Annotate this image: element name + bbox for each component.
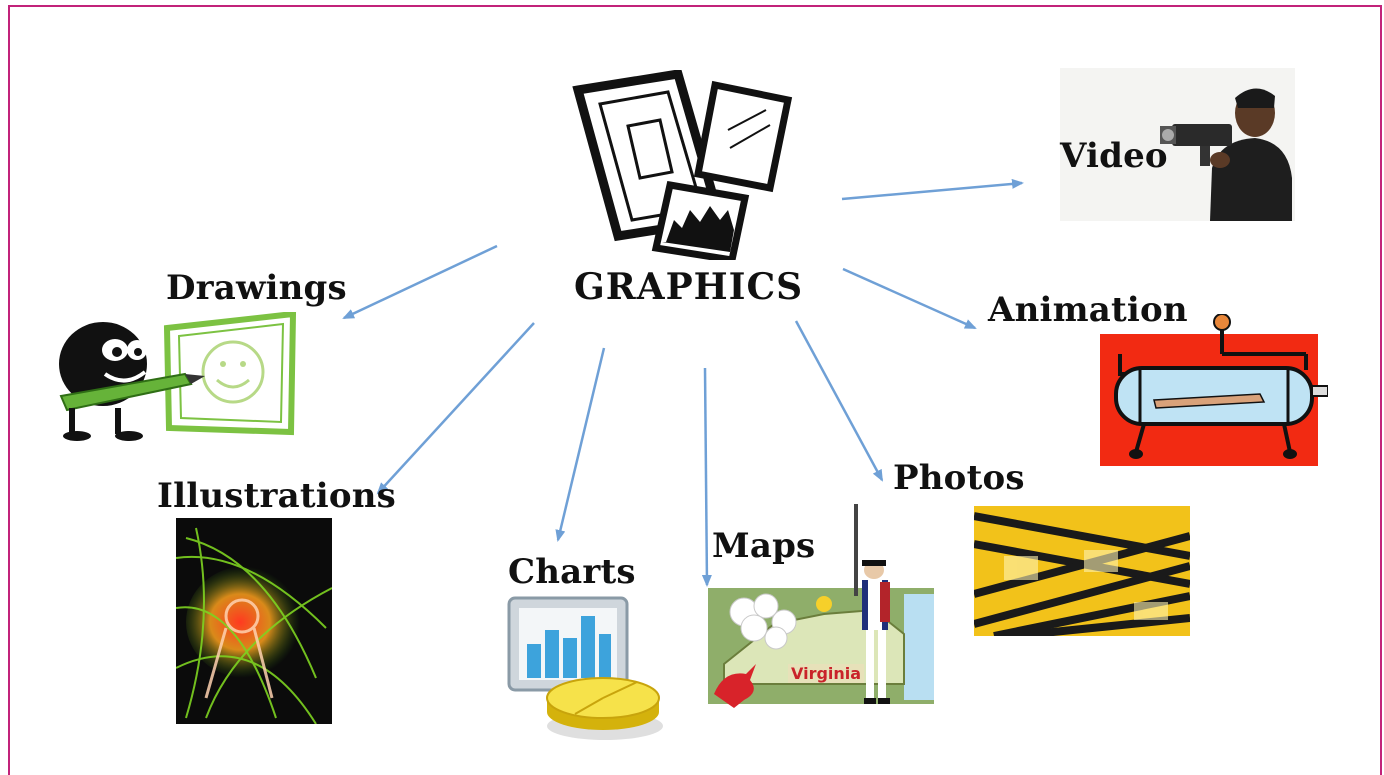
slide-frame (8, 5, 1382, 775)
arrow-to-animation (842, 267, 977, 330)
xray-shoulder-icon (176, 518, 332, 724)
node-label-charts: Charts (508, 552, 636, 592)
virginia-map-icon (708, 504, 934, 708)
center-label: GRAPHICS (574, 266, 804, 308)
arrow-to-drawings (342, 244, 498, 320)
animation-machine-icon (1100, 314, 1328, 466)
arrow-to-photos (794, 320, 884, 482)
arrow-to-video (841, 178, 1024, 201)
smiley-drawing-icon (59, 312, 297, 441)
map-text: Virginia (788, 664, 865, 683)
node-label-maps: Maps (712, 526, 816, 566)
node-label-drawings: Drawings (166, 268, 347, 308)
arrow-to-charts (555, 347, 606, 542)
arrow-to-illustrations (376, 322, 535, 495)
node-label-video: Video (1060, 136, 1168, 176)
videographer-icon (1060, 68, 1295, 221)
arrow-to-maps (701, 367, 712, 587)
node-label-illustrations: Illustrations (157, 476, 397, 516)
node-label-photos: Photos (893, 458, 1025, 498)
node-label-animation: Animation (988, 290, 1188, 330)
film-strip-icon (974, 506, 1190, 636)
bar-pie-chart-icon (507, 596, 663, 740)
picture-frames-icon (572, 70, 793, 260)
